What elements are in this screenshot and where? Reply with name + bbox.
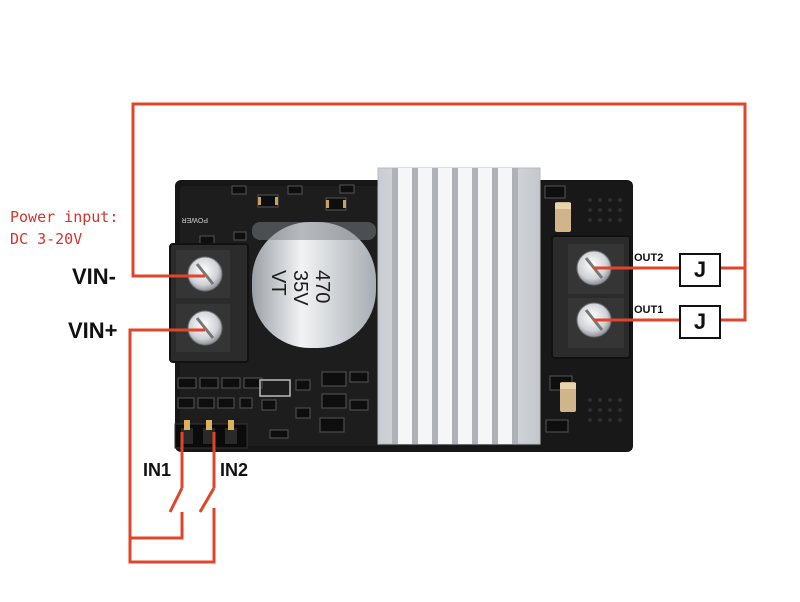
input-terminal-block xyxy=(169,243,249,363)
in2-label: IN2 xyxy=(220,460,249,480)
heatsink xyxy=(377,167,541,445)
wire-load-return xyxy=(717,268,747,322)
wire-vin-plus xyxy=(128,328,216,564)
vin-plus-label: VIN+ xyxy=(68,318,118,343)
load-top-box: J xyxy=(679,253,721,287)
wiring xyxy=(128,102,747,564)
vin-minus-label: VIN- xyxy=(72,264,116,289)
power-voltage-label: DC 3-20V xyxy=(10,230,83,248)
wire-vin-minus xyxy=(131,102,747,278)
load-bottom-box: J xyxy=(679,305,721,339)
capacitor-brand-label: VT xyxy=(267,270,289,296)
output-terminal-block xyxy=(551,235,631,359)
silk-power-label: POWER xyxy=(182,216,208,223)
wire-in2-switch xyxy=(198,487,216,513)
capacitor-voltage-label: 35V xyxy=(289,270,311,306)
pin-header xyxy=(174,420,248,449)
capacitor-value-label: 470 xyxy=(311,270,333,303)
in1-label: IN1 xyxy=(143,460,172,480)
wire-in1-bus xyxy=(130,512,184,540)
out2-label: OUT2 xyxy=(634,252,664,264)
out1-label: OUT1 xyxy=(634,304,664,316)
electrolytic-capacitor: 470 35V VT xyxy=(252,222,376,348)
power-input-label: Power input: xyxy=(10,208,119,226)
wire-in1-switch xyxy=(168,487,184,513)
